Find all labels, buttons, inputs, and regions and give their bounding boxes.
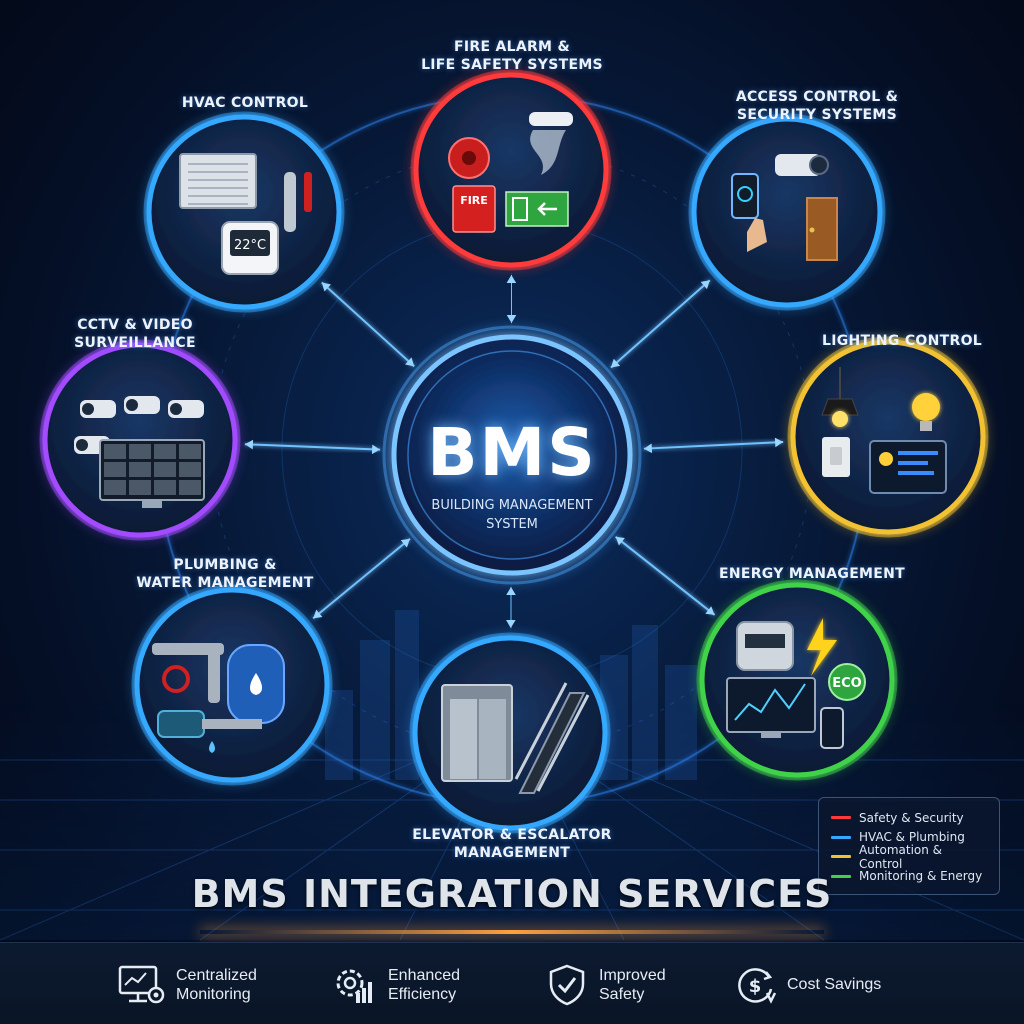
node-title-cctv: CCTV & VIDEO SURVEILLANCE <box>74 317 196 352</box>
benefit-cost-savings: $ Cost Savings <box>733 961 881 1009</box>
benefit-label: Cost Savings <box>787 976 882 994</box>
benefits-bar: Centralized Monitoring Enhanced Efficien… <box>0 942 1024 1024</box>
connector-arrow <box>321 281 415 368</box>
connector-arrow <box>506 586 516 629</box>
connector-arrow <box>610 279 711 369</box>
node-title-lighting: LIGHTING CONTROL <box>821 333 983 349</box>
main-title: BMS INTEGRATION SERVICES <box>191 872 833 916</box>
fire-alarm-icon: FIRE <box>448 112 573 233</box>
elevator-icon <box>441 682 590 794</box>
connector-arrow <box>312 538 411 620</box>
legend-item: Automation & Control <box>831 843 989 871</box>
monitor-gear-icon <box>118 965 165 1004</box>
system-node[interactable] <box>688 113 886 311</box>
legend-swatch-hvac <box>831 835 851 839</box>
connector-arrow <box>244 439 381 455</box>
benefit-label: Centralized Monitoring <box>176 966 257 1003</box>
system-node[interactable]: ECO <box>696 579 898 781</box>
legend-item: Monitoring & Energy <box>831 867 989 887</box>
eco-label: ECO <box>832 676 861 691</box>
benefit-label: Improved Safety <box>599 966 666 1003</box>
bms-title: BMS <box>427 414 597 491</box>
plumbing-icon <box>152 643 285 753</box>
bms-subtitle: BUILDING MANAGEMENT SYSTEM <box>431 498 593 532</box>
node-title-elevator: ELEVATOR & ESCALATOR MANAGEMENT <box>412 827 612 862</box>
system-node[interactable] <box>787 336 989 538</box>
node-title-fire: FIRE ALARM & LIFE SAFETY SYSTEMS <box>421 39 603 74</box>
legend-label: Monitoring & Energy <box>859 869 983 884</box>
legend: Safety & Security HVAC & Plumbing Automa… <box>818 797 1000 895</box>
legend-swatch-automation <box>831 855 851 859</box>
energy-icon: ECO <box>726 618 866 749</box>
fire-label: FIRE <box>460 194 488 207</box>
node-title-hvac: HVAC CONTROL <box>181 95 309 111</box>
legend-label: Automation & Control <box>858 842 943 871</box>
connector-arrow <box>614 536 716 616</box>
benefit-label: Enhanced Efficiency <box>388 966 461 1003</box>
dollar-cycle-icon: $ <box>738 968 777 1004</box>
node-title-energy: ENERGY MANAGEMENT <box>718 566 906 582</box>
node-title-plumbing: PLUMBING & WATER MANAGEMENT <box>136 557 314 592</box>
system-node[interactable] <box>409 632 611 834</box>
connector-arrow <box>506 274 517 324</box>
hvac-icon: 22°C <box>179 153 312 275</box>
legend-swatch-energy <box>831 874 851 878</box>
legend-label: HVAC & Plumbing <box>859 830 965 845</box>
bms-center-label: BMS BUILDING MANAGEMENT SYSTEM <box>392 378 632 538</box>
system-node[interactable]: 22°C <box>143 111 345 313</box>
legend-swatch-safety <box>831 816 851 820</box>
shield-check-icon <box>549 964 585 1006</box>
gear-chart-icon <box>336 969 372 1003</box>
lighting-icon <box>821 367 947 494</box>
system-node[interactable] <box>39 339 241 541</box>
system-node[interactable] <box>131 584 333 786</box>
system-nodes: FIRE ECO 22°C <box>39 69 989 834</box>
connector-arrow <box>643 437 784 454</box>
title-underline-glow <box>200 930 824 934</box>
hvac-temperature-display: 22°C <box>234 238 266 253</box>
city-skyline <box>325 610 697 780</box>
node-title-access: ACCESS CONTROL & SECURITY SYSTEMS <box>735 89 899 124</box>
cctv-icon <box>74 396 205 508</box>
connector-arrows <box>244 274 784 629</box>
benefit-enhanced-efficiency: Enhanced Efficiency <box>330 961 460 1009</box>
benefit-centralized-monitoring: Centralized Monitoring <box>118 961 257 1009</box>
access-control-icon <box>731 154 838 261</box>
legend-label: Safety & Security <box>859 810 964 825</box>
benefit-improved-safety: Improved Safety <box>545 961 666 1009</box>
bms-hub <box>382 325 642 585</box>
system-node[interactable]: FIRE <box>410 69 612 271</box>
svg-text:$: $ <box>749 976 762 997</box>
legend-item: HVAC & Plumbing <box>831 828 989 848</box>
legend-item: Safety & Security <box>831 808 989 828</box>
